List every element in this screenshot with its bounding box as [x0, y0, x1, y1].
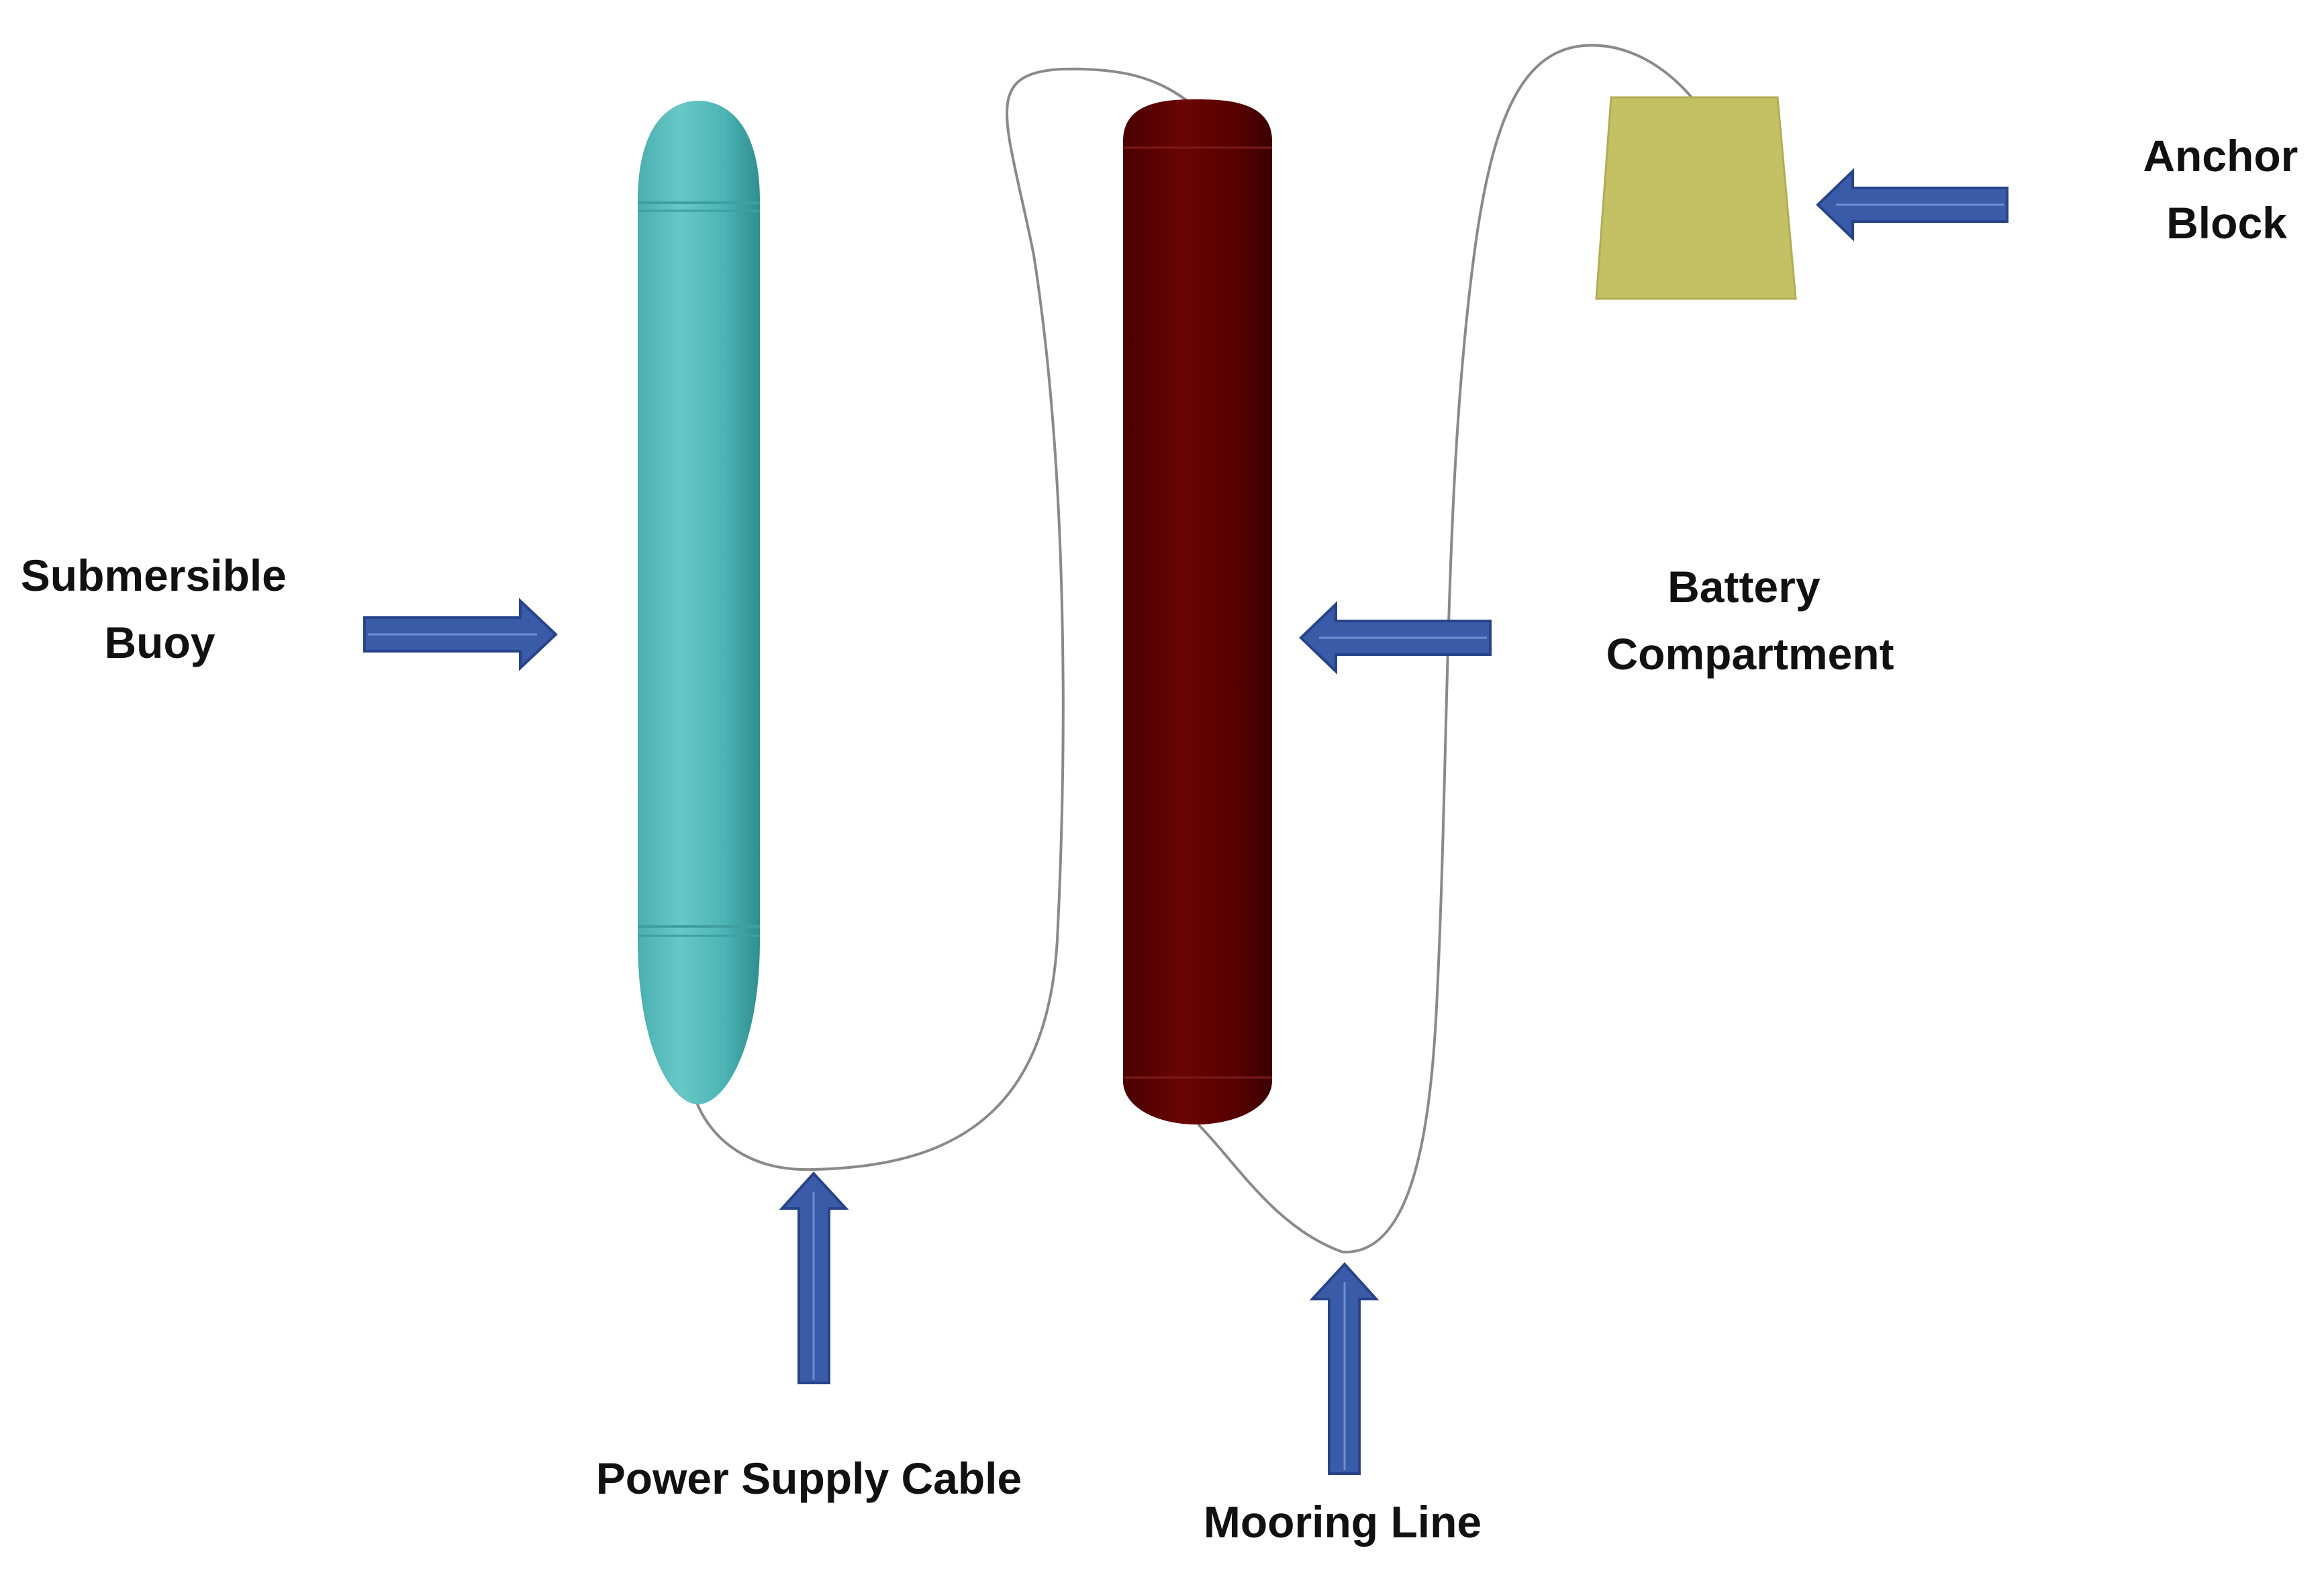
battery-compartment-label-line2: Compartment [1606, 629, 1894, 679]
battery-compartment-label: Battery Compartment [1606, 562, 1894, 679]
battery-compartment [1123, 99, 1272, 1124]
buoy-body [638, 101, 760, 1104]
anchor-block [1595, 96, 1797, 300]
submersible-buoy [638, 101, 760, 1104]
power-supply-cable [695, 67, 1193, 1171]
battery-compartment-label-line1: Battery [1667, 562, 1821, 612]
submersible-buoy-label-line1: Submersible [21, 550, 287, 600]
power-supply-cable-label: Power Supply Cable [596, 1453, 1022, 1503]
mooring-line [1197, 44, 1693, 1254]
anchor-block-label-line2: Block [2166, 198, 2287, 248]
submersible-buoy-label-line2: Buoy [105, 618, 215, 667]
mooring-line-label: Mooring Line [1204, 1497, 1482, 1547]
submersible-buoy-label: Submersible Buoy [21, 550, 299, 667]
anchor-block-label-line1: Anchor [2143, 131, 2298, 181]
anchor-block-label: Anchor Block [2143, 131, 2310, 248]
battery-body [1123, 99, 1272, 1124]
